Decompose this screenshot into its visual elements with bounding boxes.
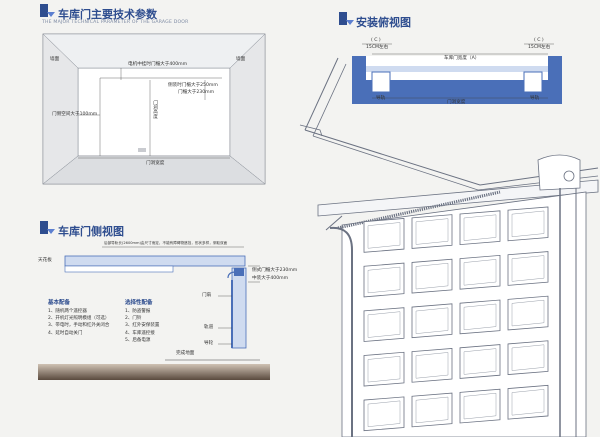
- door-panel-inset: [367, 356, 401, 383]
- door-panel: [411, 303, 453, 339]
- door-panel-inset: [511, 389, 545, 416]
- list-item: 3、红外安保装置: [125, 323, 160, 329]
- door-panel: [507, 340, 549, 375]
- door-panel-inset: [367, 266, 401, 294]
- door-panel-inset: [415, 396, 449, 424]
- door-panel: [411, 258, 453, 294]
- side-view-drawing: [64, 246, 260, 361]
- main-params-subtitle: THE MAJOR TECHNICAL PARAMETER OF THE GAR…: [42, 20, 189, 25]
- top-door-width-a-label: 车库门宽度（A）: [444, 56, 480, 61]
- door-panel: [507, 251, 549, 286]
- optional-config-list: 1、防盗警报 2、门铃 3、红外安保装置 4、车库遥控接 5、后备电源: [125, 308, 159, 344]
- door-panel-inset: [463, 392, 497, 420]
- wall-right-label: 墙面: [236, 57, 246, 62]
- door-panel: [507, 295, 549, 331]
- list-item: 4、延时自动关门: [48, 330, 83, 336]
- title-icon-main: [40, 4, 55, 17]
- door-panel: [363, 218, 405, 253]
- optional-config-title: 选择性配备: [125, 300, 153, 306]
- list-item: 1、随机两个遥控器: [48, 309, 87, 314]
- top-left-dim-note: 15CM左右: [366, 45, 389, 50]
- door-panel-inset: [415, 307, 449, 334]
- headroom-side-label: 侧式门楣大于230mm: [252, 268, 298, 273]
- track-length-label: 后部导轨长(2600mm)由尺寸而定，不能有障碍物遮挡，形状多样，采取双面: [104, 241, 228, 245]
- door-panel: [411, 348, 453, 383]
- door-panel-inset: [415, 352, 449, 379]
- door-panel-inset: [463, 214, 497, 241]
- motor-headroom-label: 电机中挂时门楣大于400mm: [128, 62, 188, 67]
- title-icon-top-view: [339, 12, 354, 25]
- door-panel-inset: [367, 222, 401, 249]
- basic-config-title: 基本配备: [48, 300, 71, 306]
- door-panel-label: 门扇: [202, 293, 212, 298]
- door-panel: [459, 388, 501, 424]
- side-space-label: 门侧空间大于100mm: [52, 112, 98, 117]
- list-item: 5、后备电源: [125, 337, 151, 343]
- door-panel: [363, 396, 405, 432]
- side-headroom-label-1: 侧装时门楣大于250mm: [168, 83, 218, 88]
- door-panel: [363, 262, 405, 298]
- top-view-drawing: [352, 43, 562, 104]
- list-item: 3、带电时，手动和红外关闭合: [48, 323, 110, 329]
- top-rail-right-label: 导轨: [530, 96, 540, 101]
- side-headroom-label-2: 门楣大于230mm: [178, 90, 215, 95]
- title-icon-side-view: [40, 221, 55, 234]
- wall-left-label: 墙面: [50, 57, 60, 62]
- door-panel: [363, 351, 405, 387]
- top-left-dim: ( C ): [371, 38, 381, 43]
- ceiling-label: 天花板: [38, 258, 52, 263]
- track-label: 轨道: [204, 325, 214, 330]
- roller-label: 导轮: [204, 341, 214, 346]
- door-panel-inset: [367, 400, 401, 427]
- list-item: 1、防盗警报: [125, 309, 151, 314]
- top-right-dim: ( C ): [534, 38, 544, 43]
- garage-door-panels: [363, 206, 549, 432]
- door-panel: [411, 214, 453, 249]
- door-panel: [459, 344, 501, 379]
- door-panel: [411, 392, 453, 428]
- door-panel-inset: [463, 303, 497, 331]
- basic-config-list: 1、随机两个遥控器 2、开机灯光照明模组（可选） 3、带电时，手动和红外关闭合 …: [48, 308, 109, 337]
- door-panel: [507, 384, 549, 420]
- door-panel-inset: [511, 299, 545, 327]
- door-panel: [459, 210, 501, 246]
- list-item: 2、门铃: [125, 316, 142, 322]
- garage-perspective-drawing: [299, 57, 599, 437]
- main-params-title: 车库门主要技术参数: [58, 8, 157, 21]
- top-view-title: 安装俯视图: [356, 16, 411, 29]
- door-panel-inset: [367, 311, 401, 338]
- finished-floor-label: 完成地面: [176, 351, 195, 356]
- door-panel-inset: [415, 218, 449, 245]
- door-panel-inset: [463, 348, 497, 375]
- door-panel-inset: [463, 259, 497, 286]
- door-panel: [459, 299, 501, 335]
- front-view-drawing: [42, 33, 266, 185]
- floor-band: [38, 364, 270, 380]
- door-panel: [507, 206, 549, 242]
- top-right-dim-note: 15CM左右: [528, 45, 551, 50]
- top-rail-left-label: 导轨: [376, 96, 386, 101]
- door-panel: [459, 254, 501, 290]
- door-panel-inset: [511, 255, 545, 282]
- door-panel-inset: [511, 344, 545, 371]
- top-door-width-b-label: 门洞宽度: [447, 100, 466, 105]
- door-panel: [363, 307, 405, 342]
- door-height-label: 门洞高度: [152, 100, 158, 119]
- side-view-title: 车库门侧视图: [58, 225, 124, 238]
- list-item: 2、开机灯光照明模组（可选）: [48, 316, 110, 322]
- door-panel-inset: [511, 210, 545, 238]
- headroom-center-label: 中装大于400mm: [252, 276, 289, 281]
- door-panel-inset: [415, 262, 449, 290]
- list-item: 4、车库遥控接: [125, 330, 155, 336]
- door-width-label: 门洞宽度: [146, 161, 165, 166]
